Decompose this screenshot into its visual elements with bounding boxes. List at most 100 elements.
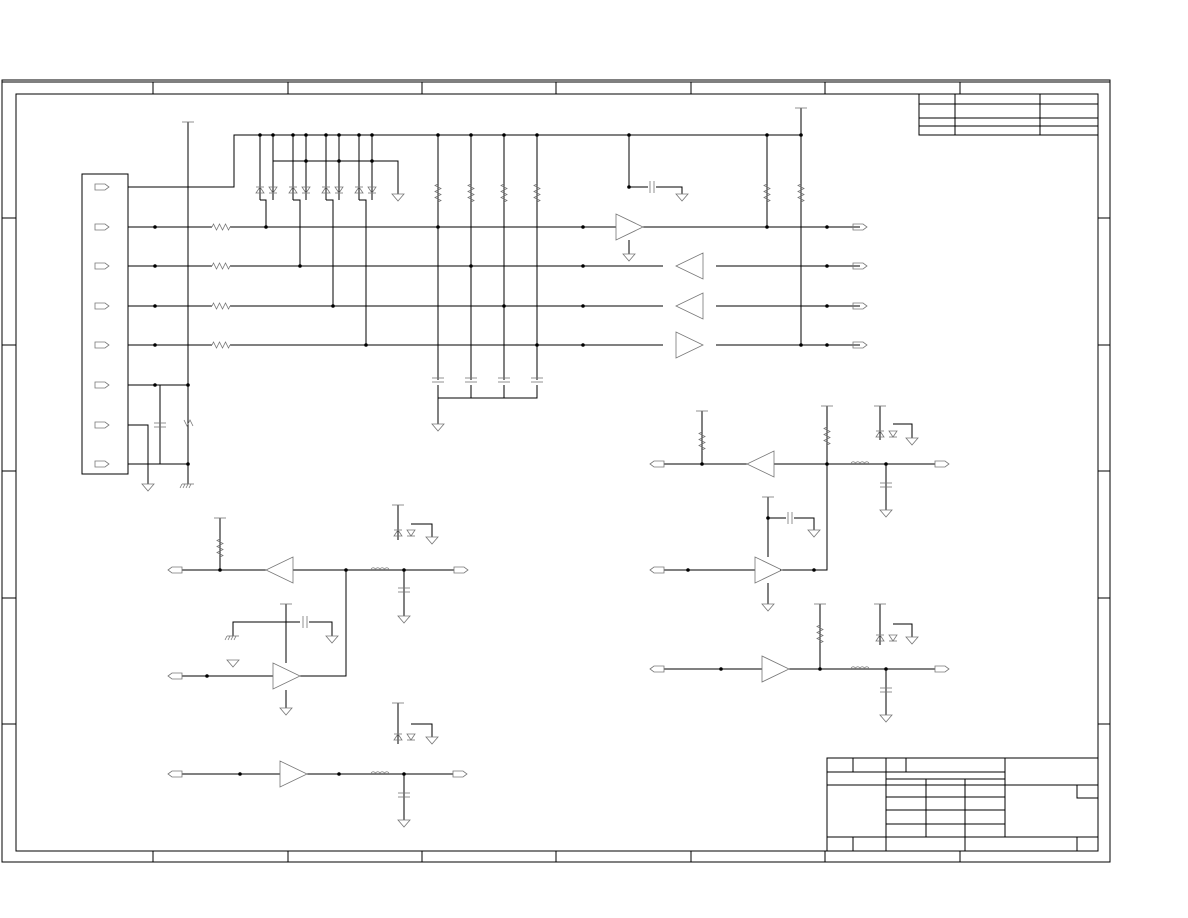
chassis-ground (179, 483, 183, 489)
junction-dot (186, 383, 190, 387)
ground-symbol (905, 636, 919, 645)
junction-dot (765, 225, 769, 229)
junction-dot (337, 772, 341, 776)
port-connector (934, 460, 950, 468)
wire (628, 135, 648, 188)
diode (406, 733, 416, 741)
port-connector (852, 302, 868, 310)
resistor (823, 426, 831, 446)
port-connector (94, 460, 110, 468)
junction-dot (825, 264, 829, 268)
junction-dot (502, 133, 506, 137)
port-connector (852, 262, 868, 270)
junction-dot (205, 674, 209, 678)
wire (780, 464, 828, 571)
inductor (370, 567, 390, 571)
junction-dot (535, 343, 539, 347)
diode (888, 634, 898, 642)
ground-symbol (279, 707, 293, 716)
diode (288, 186, 298, 194)
junction-dot (884, 667, 888, 671)
wire (656, 186, 683, 194)
ground-symbol (807, 529, 821, 538)
junction-dot (825, 225, 829, 229)
port-connector (167, 770, 183, 778)
revision-block (918, 93, 1099, 136)
ground-symbol (879, 509, 893, 518)
chassis-ground (233, 635, 237, 641)
resistor (467, 183, 475, 203)
diode (393, 733, 403, 741)
junction-dot (218, 568, 222, 572)
port-connector (649, 460, 665, 468)
diode (367, 186, 377, 194)
junction-dot (719, 667, 723, 671)
buffer-right (279, 760, 308, 788)
junction-dot (799, 343, 803, 347)
junction-dot (825, 343, 829, 347)
resistor (434, 183, 442, 203)
wire (300, 570, 347, 677)
junction-dot (271, 133, 275, 137)
ground-symbol (761, 603, 775, 612)
junction-dot (627, 133, 631, 137)
junction-dot (337, 159, 341, 163)
ground-symbol (425, 536, 439, 545)
ground-symbol (425, 736, 439, 745)
buffer-left (746, 450, 775, 478)
ground-symbol (391, 193, 405, 202)
wire (309, 621, 333, 636)
port-connector (94, 421, 110, 429)
junction-dot (766, 516, 770, 520)
diode (334, 186, 344, 194)
wire (411, 523, 433, 537)
junction-dot (238, 772, 242, 776)
junction-dot (344, 568, 348, 572)
junction-dot (686, 568, 690, 572)
frame-column-ticks (152, 82, 961, 862)
inductor (370, 771, 390, 775)
junction-dot (370, 133, 374, 137)
diode (393, 529, 403, 537)
junction-dot (304, 159, 308, 163)
junction-dot (324, 133, 328, 137)
ground-symbol (431, 423, 445, 432)
ground-symbol (141, 483, 155, 492)
buffer-left (675, 292, 704, 320)
port-connector (94, 223, 110, 231)
connector-block (81, 173, 129, 475)
chassis-ground (224, 635, 228, 641)
junction-dot (825, 304, 829, 308)
wire (794, 517, 815, 530)
junction-dot (825, 462, 829, 466)
junction-dot (581, 225, 585, 229)
diode (354, 186, 364, 194)
chassis-ground (230, 635, 234, 641)
junction-dot (298, 264, 302, 268)
junction-dot (402, 772, 406, 776)
buffer-left (675, 252, 704, 280)
resistor (763, 183, 771, 203)
junction-dot (535, 133, 539, 137)
diode (875, 634, 885, 642)
ground-symbol (905, 437, 919, 446)
resistor (698, 431, 706, 451)
port-connector (452, 770, 468, 778)
wire (411, 723, 433, 737)
junction-dot (153, 343, 157, 347)
wire (260, 199, 267, 227)
resistor (216, 538, 224, 558)
port-connector (167, 566, 183, 574)
ground-symbol (397, 615, 411, 624)
resistor (211, 302, 231, 310)
junction-dot (186, 462, 190, 466)
ground-symbol (325, 635, 339, 644)
wire (128, 424, 149, 484)
port-connector (852, 341, 868, 349)
port-connector (94, 341, 110, 349)
junction-dot (627, 185, 631, 189)
buffer-right (761, 655, 790, 683)
junction-dot (402, 568, 406, 572)
junction-dot (581, 264, 585, 268)
junction-dot (153, 383, 157, 387)
